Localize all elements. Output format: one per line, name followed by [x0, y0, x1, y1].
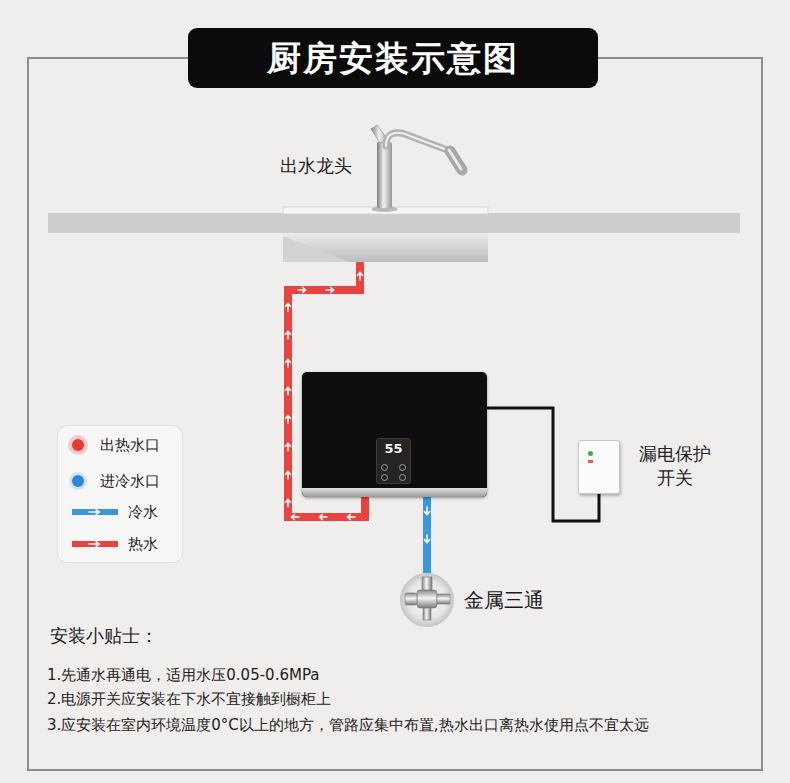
flow-arrow — [285, 331, 290, 339]
legend-row: 出热水口 — [58, 432, 182, 458]
leakage-switch: 漏电保护 开关 — [578, 440, 620, 494]
faucet-head — [450, 151, 462, 170]
frame-border — [28, 58, 762, 770]
sink-basin — [283, 233, 488, 262]
tip-line: 2.电源开关应安装在下水不宜接触到橱柜上 — [47, 689, 331, 709]
legend-text: 冷水 — [128, 502, 158, 522]
flow-arrow — [285, 499, 290, 507]
legend-swatch — [72, 439, 84, 451]
valve-handle — [405, 593, 417, 605]
sink-rim — [283, 207, 488, 214]
heater-button — [381, 464, 388, 471]
legend-box: 出热水口进冷水口冷水热水 — [57, 425, 183, 563]
status-led — [588, 460, 593, 463]
tee-valve-icon — [400, 573, 454, 627]
heater-display: 55 — [376, 441, 411, 457]
title-text: 厨房安装示意图 — [267, 28, 519, 88]
sink-shade — [283, 236, 350, 262]
flow-arrow — [285, 359, 290, 367]
valve-label: 金属三通 — [464, 587, 544, 613]
title-bar: 厨房安装示意图 — [188, 28, 598, 88]
water-heater: 55 — [302, 372, 487, 497]
legend-line-sample — [70, 539, 120, 549]
faucet-node: 出水龙头 — [278, 128, 488, 262]
faucet-spout — [386, 133, 450, 151]
faucet-label: 出水龙头 — [280, 154, 352, 177]
flow-arrow — [357, 272, 362, 280]
flow-arrow — [424, 507, 429, 515]
cold-water-pipe-group — [424, 497, 429, 573]
flow-arrow — [347, 514, 355, 519]
tip-line: 1.先通水再通电，适用水压0.05-0.6MPa — [47, 665, 319, 685]
label-slot: 3.应安装在室内环境温度0°C以上的地方，管路应集中布置,热水出口离热水使用点不… — [47, 715, 649, 735]
flow-arrow — [326, 287, 334, 292]
heater-button — [399, 474, 406, 481]
flow-arrow — [291, 514, 299, 519]
flow-arrow — [319, 514, 327, 519]
valve-inlet — [422, 577, 432, 591]
legend-row: 冷水 — [58, 499, 182, 525]
heater-button — [399, 464, 406, 471]
label-slot: 2.电源开关应安装在下水不宜接触到橱柜上 — [47, 689, 331, 709]
flow-arrow — [285, 387, 290, 395]
legend-line-sample — [70, 507, 120, 517]
label-slot: 安装小贴士： — [50, 624, 158, 648]
valve-stem — [423, 608, 431, 620]
countertop — [48, 213, 740, 233]
legend-line — [72, 541, 118, 547]
tips-heading: 安装小贴士： — [50, 624, 158, 648]
heater-button — [381, 474, 388, 481]
legend-swatch — [72, 475, 84, 487]
legend-row: 进冷水口 — [58, 468, 182, 494]
legend-flow-arrow — [89, 542, 99, 547]
flow-arrow — [285, 303, 290, 311]
faucet-body — [377, 142, 392, 208]
faucet-spout-shine — [386, 133, 450, 151]
cold-water-pipe — [423, 497, 431, 573]
flow-arrow — [285, 471, 290, 479]
valve-ground — [400, 573, 454, 627]
legend-line — [72, 509, 118, 515]
legend-row: 热水 — [58, 531, 182, 557]
status-led — [588, 451, 593, 456]
flow-arrow — [424, 535, 429, 543]
legend-text: 进冷水口 — [100, 471, 160, 491]
valve-body — [417, 590, 437, 608]
legend-text: 热水 — [128, 534, 158, 554]
flow-arrow — [285, 415, 290, 423]
tee-valve: 金属三通 — [400, 573, 454, 627]
heater-trim — [302, 488, 487, 497]
legend-flow-arrow — [89, 510, 99, 515]
label-slot: 1.先通水再通电，适用水压0.05-0.6MPa — [47, 665, 319, 685]
tip-line: 3.应安装在室内环境温度0°C以上的地方，管路应集中布置,热水出口离热水使用点不… — [47, 715, 649, 735]
flow-arrow — [285, 443, 290, 451]
faucet-head-shine — [449, 150, 461, 169]
valve-outlet — [437, 594, 450, 604]
flow-arrow — [298, 287, 306, 292]
legend-text: 出热水口 — [100, 435, 160, 455]
switch-label: 漏电保护 开关 — [633, 442, 717, 490]
